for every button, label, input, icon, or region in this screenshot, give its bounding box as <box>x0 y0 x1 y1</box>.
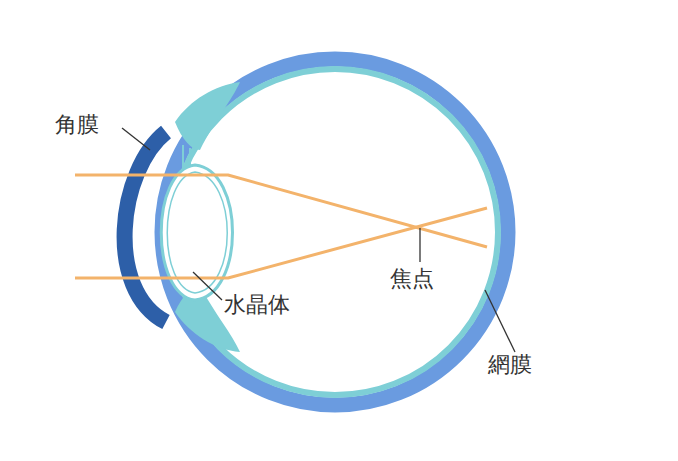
part-label: 水晶体 <box>224 292 290 318</box>
sclera-ring <box>162 59 508 405</box>
light-rays <box>75 175 487 278</box>
part-label: 角膜 <box>55 112 99 138</box>
part-label: 網膜 <box>488 352 532 378</box>
lens-inner <box>167 172 227 293</box>
lens <box>161 165 232 300</box>
part-label: 焦点 <box>390 266 434 292</box>
ciliary-body-top <box>175 82 240 150</box>
cornea <box>125 132 166 322</box>
leader-lines <box>122 128 515 352</box>
